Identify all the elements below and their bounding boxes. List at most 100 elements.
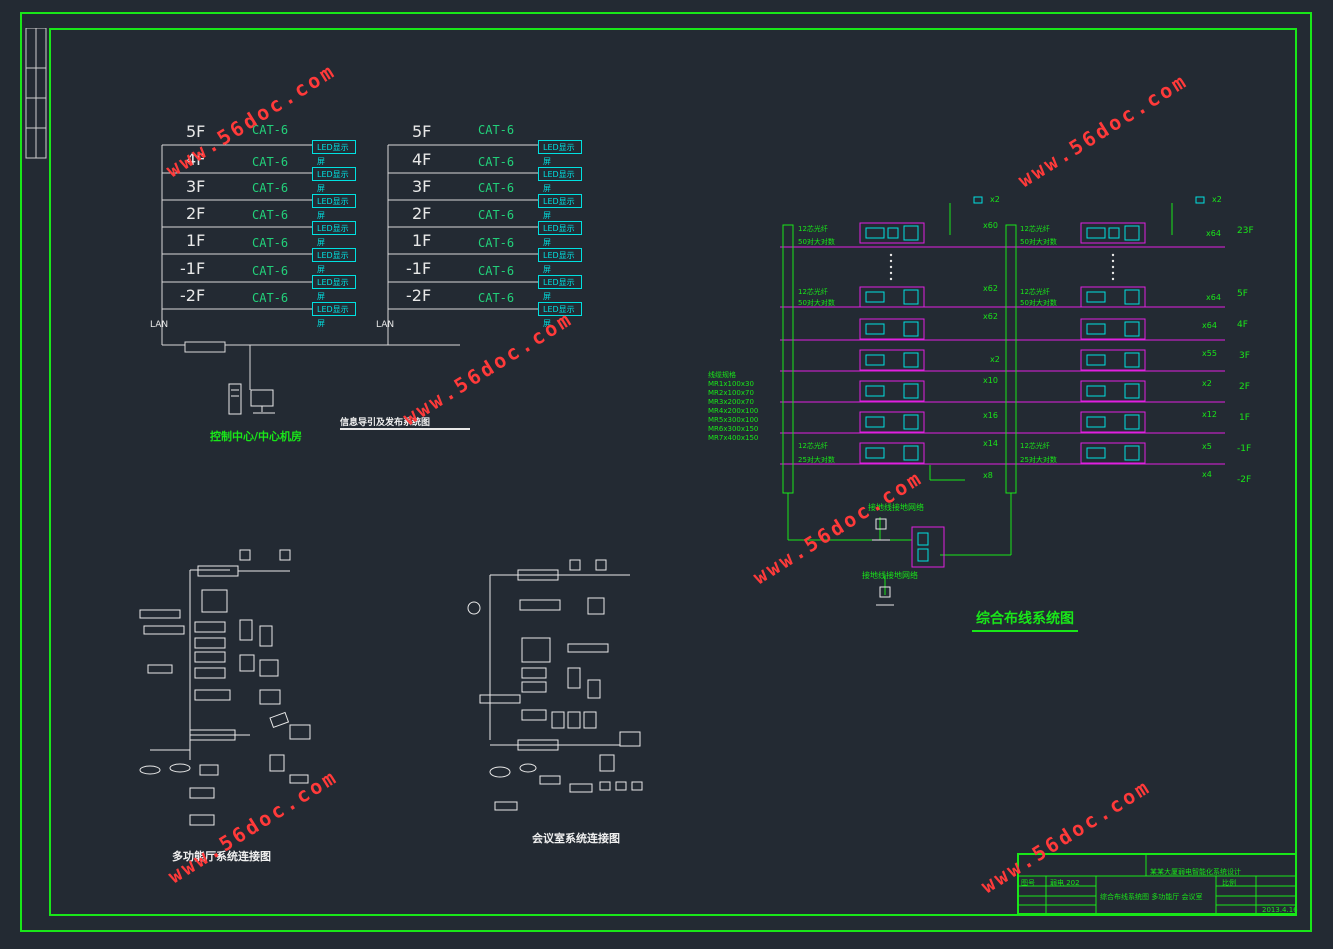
floor-label: 5F <box>1237 289 1248 299</box>
hall-diagram-caption: 多功能厅系统连接图 <box>172 850 271 863</box>
led-display: LED显示屏 <box>312 167 356 193</box>
floor-label: 2F <box>1239 382 1250 392</box>
floor-label: -1F <box>406 259 432 278</box>
outlet-count: x2 <box>1212 195 1222 204</box>
outlet-count: x60 <box>983 221 998 230</box>
floor-label: 3F <box>186 177 206 196</box>
cable-label: 12芯光纤 <box>1020 225 1050 233</box>
cabling-diagram-lines <box>780 196 1225 606</box>
outlet-count: x64 <box>1202 321 1217 330</box>
lan-label: LAN <box>150 320 169 330</box>
title-block-drawing-name: 综合布线系统图 多功能厅 会议室 <box>1100 893 1203 901</box>
floor-label: 2F <box>186 204 206 223</box>
legend-item: MR7x400x150 <box>708 434 759 442</box>
floor-label: 4F <box>412 150 432 169</box>
outlet-count: x64 <box>1206 229 1221 238</box>
cable-label: 50对大对数 <box>798 299 835 307</box>
led-display: LED显示屏 <box>538 167 582 193</box>
lan-label: LAN <box>376 320 395 330</box>
cable-label: 12芯光纤 <box>798 225 828 233</box>
floor-label: -2F <box>180 286 206 305</box>
led-display: LED显示屏 <box>312 140 356 166</box>
cable-label: 12芯光纤 <box>1020 442 1050 450</box>
outlet-count: x55 <box>1202 349 1217 358</box>
title-block-scale: 比例 <box>1222 879 1236 887</box>
cable-label: 50对大对数 <box>1020 238 1057 246</box>
cable-label: 50对大对数 <box>798 238 835 246</box>
cable-label: 12芯光纤 <box>798 288 828 296</box>
legend-item: MR2x100x70 <box>708 389 754 397</box>
cable-label: 25对大对数 <box>1020 456 1057 464</box>
legend-item: MR6x300x150 <box>708 425 759 433</box>
cable-label: CAT-6 <box>478 264 515 278</box>
hall-connection-diagram <box>139 549 311 826</box>
led-display: LED显示屏 <box>538 275 582 301</box>
outlet-count: x64 <box>1206 293 1221 302</box>
floor-label: 4F <box>186 150 206 169</box>
led-display: LED显示屏 <box>312 302 356 328</box>
computer-icon <box>228 383 275 415</box>
outlet-count: x5 <box>1202 442 1212 451</box>
legend-item: MR4x200x100 <box>708 407 759 415</box>
floor-label: 1F <box>412 231 432 250</box>
floor-label: 3F <box>1239 351 1250 361</box>
cable-label: 25对大对数 <box>798 456 835 464</box>
floor-label: 1F <box>1239 413 1250 423</box>
cable-label: 50对大对数 <box>1020 299 1057 307</box>
cable-label: CAT-6 <box>478 208 515 222</box>
title-block-label: 图号 <box>1021 879 1035 887</box>
led-network-lines <box>161 144 538 390</box>
floor-label: 5F <box>412 122 432 141</box>
meeting-room-connection-diagram <box>467 559 643 811</box>
meeting-diagram-caption: 会议室系统连接图 <box>532 832 620 845</box>
outlet-count: x10 <box>983 376 998 385</box>
cable-label: CAT-6 <box>252 264 289 278</box>
led-display: LED显示屏 <box>312 194 356 220</box>
cable-label: CAT-6 <box>478 123 515 137</box>
legend-item: MR5x300x100 <box>708 416 759 424</box>
cable-label: 12芯光纤 <box>798 442 828 450</box>
title-block <box>1017 853 1297 915</box>
cable-label: CAT-6 <box>252 236 289 250</box>
outlet-count: x2 <box>990 195 1000 204</box>
led-display: LED显示屏 <box>538 194 582 220</box>
legend-title: 线缆规格 <box>708 371 736 379</box>
title-block-date: 2013.4.16 <box>1262 906 1298 914</box>
outlet-count: x16 <box>983 411 998 420</box>
cable-label: CAT-6 <box>252 181 289 195</box>
cabling-diagram-title: 综合布线系统图 <box>972 608 1078 632</box>
outlet-count: x2 <box>1202 379 1212 388</box>
cable-label: CAT-6 <box>478 155 515 169</box>
legend-item: MR3x200x70 <box>708 398 754 406</box>
led-display: LED显示屏 <box>538 248 582 274</box>
floor-label: 2F <box>412 204 432 223</box>
led-display: LED显示屏 <box>312 248 356 274</box>
floor-label: 5F <box>186 122 206 141</box>
floor-label: -1F <box>1237 444 1252 454</box>
title-block-project: 某某大厦弱电智能化系统设计 <box>1150 868 1241 876</box>
control-center-label: 控制中心/中心机房 <box>210 430 303 443</box>
cable-label: CAT-6 <box>252 291 289 305</box>
binding-strip <box>25 28 47 159</box>
led-display: LED显示屏 <box>312 221 356 247</box>
outlet-count: x62 <box>983 284 998 293</box>
floor-label: -2F <box>406 286 432 305</box>
cable-label: CAT-6 <box>478 181 515 195</box>
led-display: LED显示屏 <box>538 221 582 247</box>
cable-label: CAT-6 <box>478 291 515 305</box>
outlet-count: x8 <box>983 471 993 480</box>
legend-item: MR1x100x30 <box>708 380 754 388</box>
cable-label: CAT-6 <box>252 155 289 169</box>
outlet-count: x62 <box>983 312 998 321</box>
outlet-count: x2 <box>990 355 1000 364</box>
floor-label: 23F <box>1237 226 1254 236</box>
ground-label: 接地线接地网络 <box>862 571 918 580</box>
floor-label: -1F <box>180 259 206 278</box>
led-diagram-caption: 信息导引及发布系统图 <box>340 415 471 430</box>
cable-label: CAT-6 <box>252 123 289 137</box>
cable-label: 12芯光纤 <box>1020 288 1050 296</box>
outlet-count: x12 <box>1202 410 1217 419</box>
led-display: LED显示屏 <box>538 302 582 328</box>
led-display: LED显示屏 <box>312 275 356 301</box>
title-block-value: 弱电 202 <box>1050 879 1080 887</box>
